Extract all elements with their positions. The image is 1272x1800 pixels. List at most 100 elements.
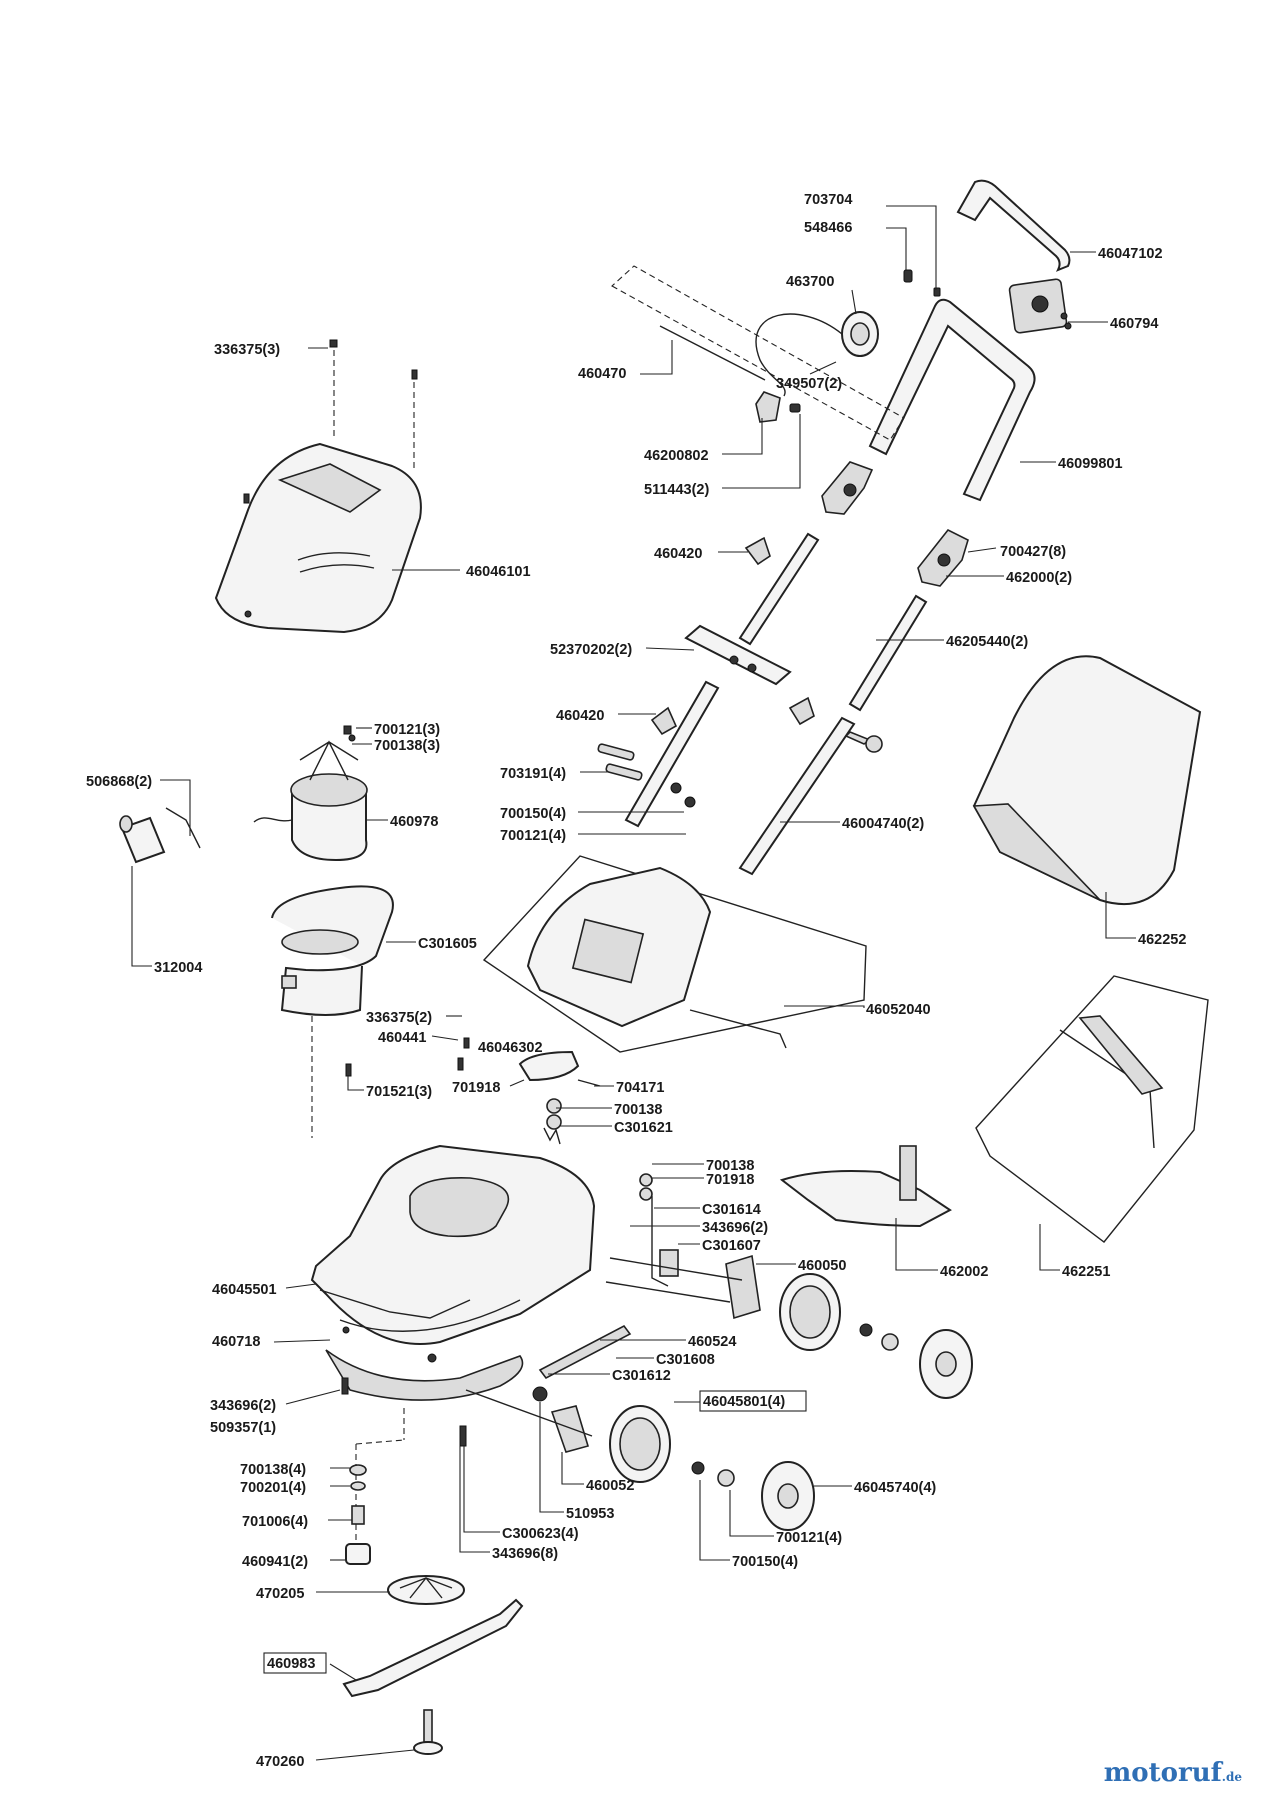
label-460420-b: 460420 — [556, 708, 604, 724]
label-548466: 548466 — [804, 220, 852, 236]
label-462251: 462251 — [1062, 1264, 1110, 1280]
dash-blade-axis-2 — [355, 1439, 405, 1445]
knob-462000 — [917, 528, 969, 587]
label-460470: 460470 — [578, 366, 626, 382]
label-336375-3: 336375(3) — [214, 342, 280, 358]
motor-screw — [343, 725, 352, 735]
washer-700138 — [639, 1173, 653, 1187]
switch-box — [1008, 278, 1072, 334]
clip-511443 — [789, 403, 801, 413]
washer-700138-4 — [349, 1464, 367, 1476]
spacer-312004 — [119, 815, 166, 864]
fan-470205 — [387, 1575, 465, 1605]
part-labels: 703704 548466 46047102 463700 460794 336… — [86, 192, 1186, 1770]
bolt-703704 — [933, 287, 941, 297]
grass-bag-462252 — [972, 655, 1202, 906]
height-plate-460050 — [725, 1254, 761, 1320]
cable-reel-463700 — [755, 311, 879, 397]
screw-460441 — [457, 1057, 464, 1071]
middle-handle-frame — [868, 298, 1036, 502]
motor-housing-C301605 — [271, 885, 394, 1016]
label-701006-4: 701006(4) — [242, 1514, 308, 1530]
label-700150-4-a: 700150(4) — [500, 806, 566, 822]
nut-701918 — [639, 1187, 653, 1201]
label-460941-2: 460941(2) — [242, 1554, 308, 1570]
screw-343696-2 — [341, 1377, 349, 1395]
label-510953: 510953 — [566, 1506, 614, 1522]
label-52370202-2: 52370202(2) — [550, 642, 632, 658]
label-462252: 462252 — [1138, 932, 1186, 948]
label-700427-8: 700427(8) — [1000, 544, 1066, 560]
logo-suffix: .de — [1221, 1770, 1242, 1784]
pin-head — [865, 735, 883, 753]
lower-handle-left-upper — [738, 532, 820, 646]
blade-460983 — [342, 1598, 524, 1698]
label-460794: 460794 — [1110, 316, 1158, 332]
label-700138-a: 700138 — [614, 1102, 662, 1118]
label-46099801: 46099801 — [1058, 456, 1123, 472]
wheel-rear — [779, 1273, 899, 1351]
label-C301621: C301621 — [614, 1120, 673, 1136]
label-509357-1: 509357(1) — [210, 1420, 276, 1436]
label-343696-2-b: 343696(2) — [210, 1398, 276, 1414]
label-460718: 460718 — [212, 1334, 260, 1350]
label-C301612: C301612 — [612, 1368, 671, 1384]
label-46046101: 46046101 — [466, 564, 531, 580]
pin-704171 — [577, 1079, 601, 1087]
label-460524: 460524 — [688, 1334, 736, 1350]
label-C301608: C301608 — [656, 1352, 715, 1368]
highlight-box-46045801 — [699, 1390, 807, 1412]
base-plate-460718 — [325, 1349, 524, 1401]
highlight-box-460983 — [263, 1652, 327, 1674]
label-46045801-4: 46045801(4) — [703, 1394, 785, 1410]
label-343696-2-a: 343696(2) — [702, 1220, 768, 1236]
label-703704: 703704 — [804, 192, 852, 208]
hubcap-46045740 — [761, 1461, 815, 1531]
lower-handle-left — [624, 680, 720, 828]
label-701918-b: 701918 — [706, 1172, 754, 1188]
lower-handle-right-upper — [848, 594, 928, 712]
spacer-460941-2 — [345, 1543, 371, 1565]
capacitor-506868 — [165, 807, 201, 849]
handle-assembly — [597, 179, 1072, 876]
label-46046302: 46046302 — [478, 1040, 543, 1056]
label-462002: 462002 — [940, 1264, 988, 1280]
mulch-plug-462002 — [779, 1145, 952, 1228]
small-knob — [788, 696, 815, 726]
label-700121-3: 700121(3) — [374, 722, 440, 738]
front-axle — [465, 1389, 593, 1437]
deck-46045501 — [310, 1144, 596, 1363]
label-46045501: 46045501 — [212, 1282, 277, 1298]
label-703191-4: 703191(4) — [500, 766, 566, 782]
lever-bracket-C301607 — [659, 1249, 679, 1277]
label-46047102: 46047102 — [1098, 246, 1163, 262]
label-343696-8: 343696(8) — [492, 1546, 558, 1562]
cable-dashed-guide — [611, 265, 905, 441]
label-470260: 470260 — [256, 1754, 304, 1770]
bolts-703191 — [597, 743, 696, 808]
grass-box-frame-462251 — [975, 975, 1209, 1243]
chute-46046302 — [518, 1050, 601, 1145]
clip-460420-upper — [744, 536, 771, 566]
label-C301607: C301607 — [702, 1238, 761, 1254]
label-700121-4-a: 700121(4) — [500, 828, 566, 844]
motor-460978 — [253, 725, 368, 862]
bolt-701006-4 — [351, 1505, 365, 1525]
bolt-plate-52370202 — [684, 624, 792, 686]
motoruf-logo: motoruf.de — [1104, 1758, 1242, 1788]
label-336375-2: 336375(2) — [366, 1010, 432, 1026]
logo-text: motoruf — [1103, 1758, 1222, 1788]
clip-460420-lower — [650, 706, 678, 736]
front-plate-460052 — [550, 1405, 590, 1453]
label-460420-a: 460420 — [654, 546, 702, 562]
label-701521-3: 701521(3) — [366, 1084, 432, 1100]
pin-rod — [844, 731, 872, 745]
bolt-548466 — [903, 269, 913, 283]
label-C301605: C301605 — [418, 936, 477, 952]
label-312004: 312004 — [154, 960, 202, 976]
label-463700: 463700 — [786, 274, 834, 290]
label-462000-2: 462000(2) — [1006, 570, 1072, 586]
label-460050: 460050 — [798, 1258, 846, 1274]
label-700138-4: 700138(4) — [240, 1462, 306, 1478]
